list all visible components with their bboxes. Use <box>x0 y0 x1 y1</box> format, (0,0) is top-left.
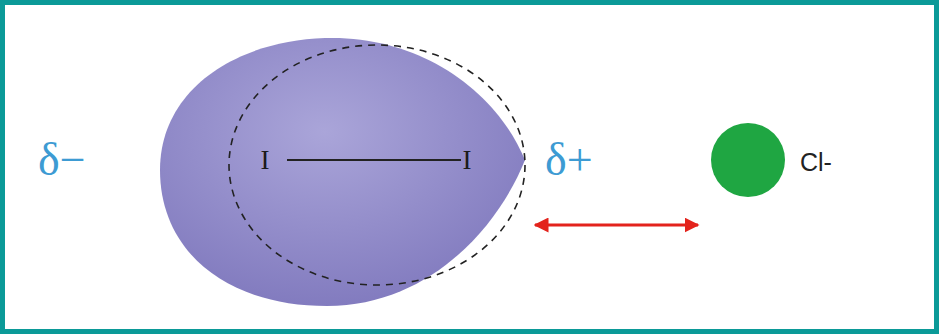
electron-cloud <box>160 38 525 306</box>
covalent-bond <box>287 159 461 161</box>
atom-symbol: I <box>463 147 472 174</box>
partial-charge: δ+ <box>545 137 593 183</box>
circle-outline <box>710 122 786 198</box>
partial-charge: δ− <box>38 137 86 183</box>
undistorted-cloud <box>229 45 525 285</box>
atom-symbol: I <box>261 147 270 174</box>
interaction-arrow <box>535 224 698 227</box>
iodine-molecule: II <box>155 30 527 312</box>
ion-sphere <box>711 123 785 197</box>
ion-label: Cl- <box>800 150 832 175</box>
chloride-ion: Cl- <box>710 122 786 198</box>
